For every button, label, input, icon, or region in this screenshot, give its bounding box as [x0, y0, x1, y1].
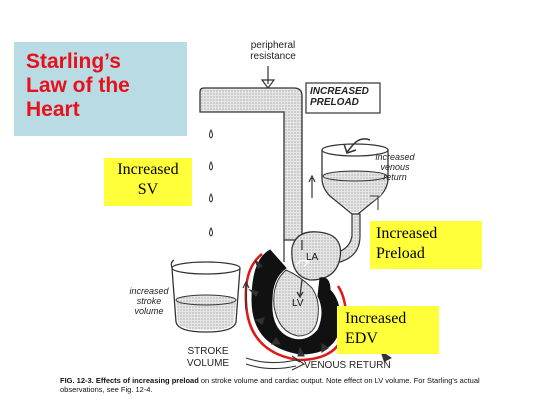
left-atrium — [291, 231, 342, 281]
lv-label: LV — [292, 298, 304, 309]
stroke-volume-beaker — [170, 259, 250, 333]
increased-preload-box — [305, 82, 381, 114]
peripheral-resistance-arrow — [260, 66, 276, 89]
callout-sv-line2: SV — [137, 181, 159, 198]
increased-stroke-volume-label: increased stroke volume — [129, 286, 169, 316]
lv-wall — [251, 249, 341, 355]
lv-cavity — [273, 269, 319, 337]
caption-rest: on stroke volume and cardiac output. Not… — [60, 376, 480, 394]
venous-reservoir — [308, 143, 389, 215]
callout-sv-line1: Increased — [117, 161, 179, 178]
venous-return-arrow — [343, 138, 371, 154]
peripheral-resistance-label: peripheral resistance — [250, 40, 296, 62]
venous-return-label: VENOUS RETURN — [304, 360, 391, 371]
stroke-volume-label: STROKE VOLUME — [186, 346, 230, 369]
increased-preload-callout: Increased Preload — [370, 221, 482, 269]
callout-edv-line2: EDV — [345, 330, 378, 347]
venous-return-flow-arrow — [245, 355, 306, 371]
flow-arrows — [295, 257, 310, 299]
increased-sv-callout: Increased SV — [104, 158, 192, 206]
caption-bold: FIG. 12-3. Effects of increasing preload — [60, 376, 199, 385]
callout-preload-line2: Preload — [376, 245, 425, 262]
la-label: LA — [306, 252, 319, 263]
figure-caption: FIG. 12-3. Effects of increasing preload… — [60, 376, 520, 394]
callout-edv-line1: Increased — [345, 310, 407, 327]
title-box — [14, 42, 187, 136]
slide-title: Starling’s Law of the Heart — [26, 50, 130, 121]
increased-venous-return-label: increased venous return — [375, 152, 415, 182]
contraction-arrows — [248, 259, 329, 357]
drip-drops — [209, 128, 213, 271]
aorta-pipe — [199, 87, 303, 241]
callout-preload-line1: Increased — [376, 225, 438, 242]
increased-preload-label: INCREASED PRELOAD — [310, 86, 369, 108]
increased-edv-callout: Increased EDV — [337, 306, 439, 354]
